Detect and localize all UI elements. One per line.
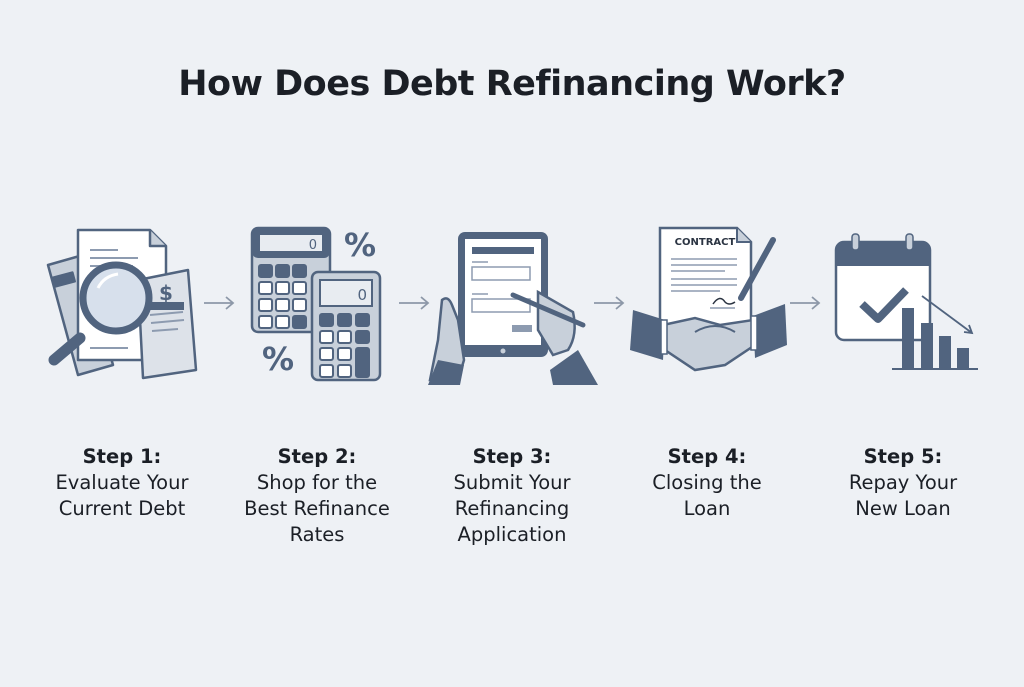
svg-text:%: % (262, 340, 294, 378)
step-2-label: Step 2: Shop for the Best Refinance Rate… (244, 445, 390, 546)
arrow-right-icon (594, 296, 625, 310)
svg-text:0: 0 (357, 286, 367, 304)
magnifier-documents-icon: $ (46, 228, 198, 380)
arrow-right-icon (790, 296, 821, 310)
svg-text:0: 0 (309, 238, 317, 253)
step-5-label: Step 5: Repay Your New Loan (848, 445, 958, 520)
arrow-right-icon (204, 296, 235, 310)
step-3-label: Step 3: Submit Your Refinancing Applicat… (453, 445, 571, 546)
calendar-chart-icon (834, 233, 978, 370)
dollar-sign: $ (159, 281, 173, 305)
step-4-label: Step 4: Closing the Loan (652, 445, 762, 520)
page-title: How Does Debt Refinancing Work? (178, 64, 846, 104)
svg-text:%: % (344, 226, 376, 264)
tablet-form-icon (428, 232, 598, 385)
arrow-right-icon (399, 296, 430, 310)
contract-label: CONTRACT (675, 237, 736, 248)
step-1-label: Step 1: Evaluate Your Current Debt (55, 445, 189, 520)
contract-handshake-icon: CONTRACT (630, 226, 787, 372)
calculator-percent-icon: 0 0 % % (250, 226, 382, 382)
